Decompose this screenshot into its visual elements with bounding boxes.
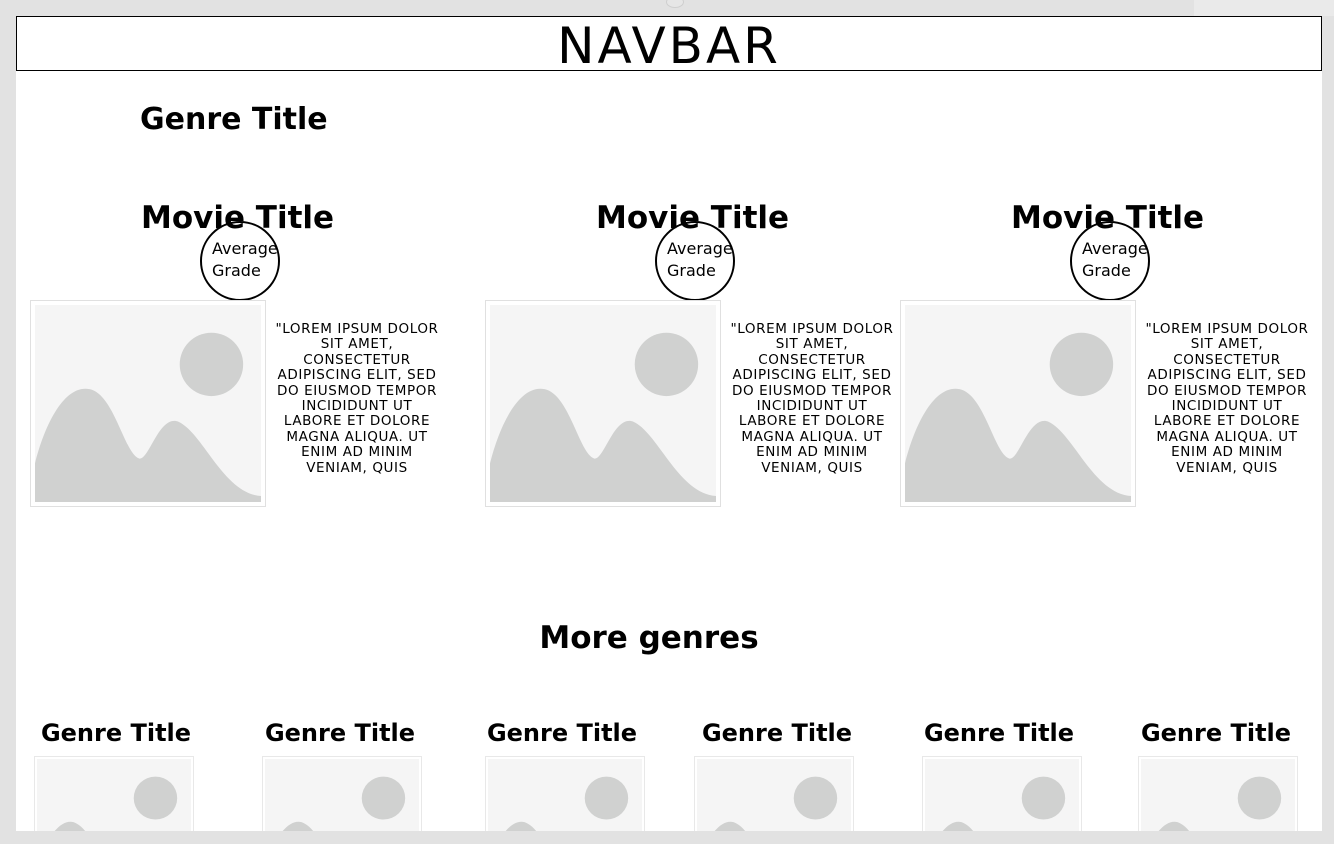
genre-item-title[interactable]: Genre Title [40,719,192,747]
genre-item[interactable]: Genre Title [26,716,206,831]
genre-item[interactable]: Genre Title [250,716,430,831]
average-grade-label: Average Grade [667,239,733,280]
image-placeholder-icon [265,759,419,831]
movie-card[interactable]: Movie Title Average Grade "Lorem ipsum d… [30,200,450,510]
genre-item-title[interactable]: Genre Title [486,719,638,747]
genre-thumbnail[interactable] [1138,756,1298,831]
image-placeholder-icon [925,759,1079,831]
genre-item[interactable]: Genre Title [909,716,1089,831]
image-placeholder-icon [488,759,642,831]
navbar-title: NAVBAR [557,16,781,75]
image-placeholder-icon [35,305,261,502]
movie-description: "Lorem ipsum dolor sit amet, consectetur… [1145,321,1309,476]
top-bar-right [1194,0,1334,16]
image-placeholder-icon [697,759,851,831]
image-placeholder-icon [1141,759,1295,831]
movie-description: "Lorem ipsum dolor sit amet, consectetur… [730,321,894,476]
genre-thumbnail[interactable] [694,756,854,831]
average-grade-label: Average Grade [212,239,278,280]
movie-poster[interactable] [30,300,266,507]
genre-thumbnail[interactable] [922,756,1082,831]
genre-item-title[interactable]: Genre Title [264,719,416,747]
genre-item-title[interactable]: Genre Title [1140,719,1292,747]
movie-poster[interactable] [485,300,721,507]
navbar[interactable]: NAVBAR [16,16,1322,71]
genre-item[interactable]: Genre Title [472,716,652,831]
genre-thumbnail[interactable] [34,756,194,831]
movie-card[interactable]: Movie Title Average Grade "Lorem ipsum d… [900,200,1320,510]
movie-description: "Lorem ipsum dolor sit amet, consectetur… [275,321,439,476]
movie-card[interactable]: Movie Title Average Grade "Lorem ipsum d… [485,200,905,510]
image-placeholder-icon [37,759,191,831]
average-grade-label: Average Grade [1082,239,1148,280]
page: NAVBAR Genre Title Movie Title Average G… [16,16,1322,831]
movie-poster[interactable] [900,300,1136,507]
top-handle [666,0,684,8]
genre-title: Genre Title [140,102,328,137]
genre-item[interactable]: Genre Title [687,716,867,831]
genre-item-title[interactable]: Genre Title [923,719,1075,747]
genre-thumbnail[interactable] [262,756,422,831]
image-placeholder-icon [905,305,1131,502]
more-genres-heading: More genres [539,620,759,656]
genre-item-title[interactable]: Genre Title [701,719,853,747]
genre-thumbnail[interactable] [485,756,645,831]
image-placeholder-icon [490,305,716,502]
genre-item[interactable]: Genre Title [1126,716,1306,831]
